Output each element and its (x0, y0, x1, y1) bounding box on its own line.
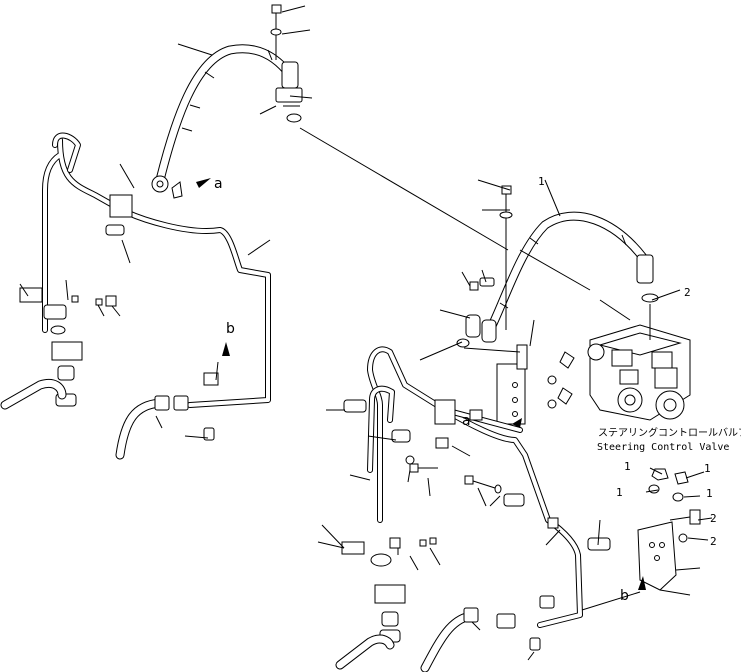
split-flange (374, 584, 406, 604)
bolt-head (271, 4, 282, 14)
nut (559, 351, 575, 369)
callout-number: 1 (704, 462, 711, 475)
callout-number: 1 (706, 487, 713, 500)
split-flange (51, 341, 83, 361)
callout-number: 2 (684, 286, 691, 299)
u-bolt (341, 541, 365, 555)
ref-letter-a: a (462, 413, 471, 429)
elbow (465, 314, 481, 338)
callout-number: 1 (616, 486, 623, 499)
flange (370, 553, 392, 567)
nut (557, 387, 573, 405)
ref-letter-b: b (620, 588, 629, 604)
clamp (503, 493, 525, 507)
o-ring (286, 113, 302, 123)
tube-clamp-block (434, 399, 456, 425)
callout-number: 1 (624, 460, 631, 473)
hose-fitting (636, 254, 654, 284)
left-assembly (0, 4, 303, 460)
washer (499, 211, 513, 219)
steering-control-valve (587, 324, 691, 421)
right-leaders (317, 179, 713, 661)
bracket (496, 363, 526, 425)
u-bolt (19, 287, 43, 303)
clamp (391, 429, 411, 443)
o-ring (641, 293, 659, 303)
ref-letter-a: a (214, 176, 223, 192)
left-leaders (19, 5, 313, 439)
callout-number: 2 (710, 535, 717, 548)
ref-letter-b: b (226, 321, 235, 337)
clamp (343, 399, 367, 413)
tube-clamp-block (109, 194, 133, 218)
split-flange (275, 87, 303, 103)
clamp (203, 372, 219, 386)
clamp (105, 224, 125, 236)
valve-label-jp: ステアリングコントロールバルブ (598, 426, 741, 439)
callout-number: 2 (710, 512, 717, 525)
valve-label-en: Steering Control Valve (597, 442, 729, 453)
nut (651, 468, 669, 481)
washer (270, 28, 282, 36)
flange (43, 304, 67, 320)
hose-fitting (281, 61, 299, 89)
right-assembly (299, 127, 701, 672)
callout-number: 1 (538, 175, 545, 188)
o-ring (456, 338, 470, 348)
